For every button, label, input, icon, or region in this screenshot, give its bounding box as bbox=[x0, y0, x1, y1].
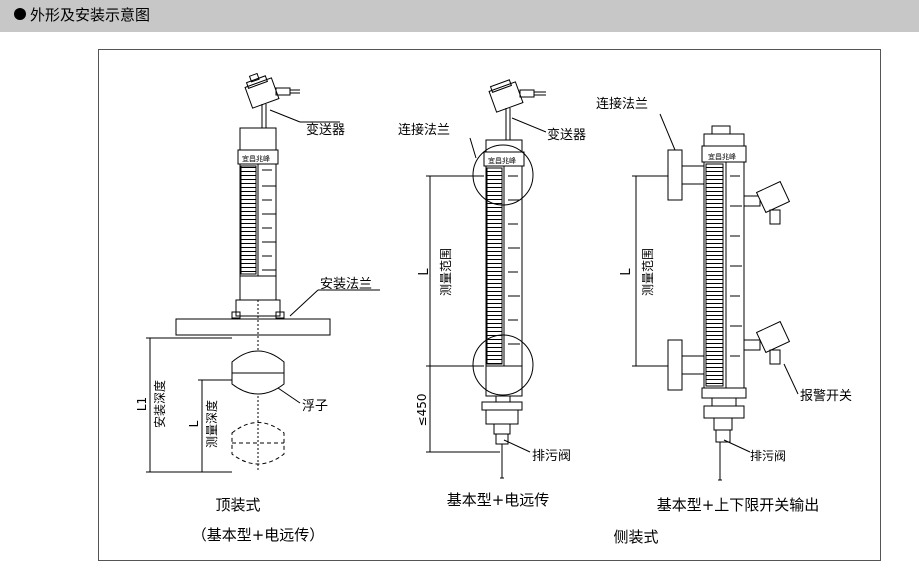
label-flange-conn-right: 连接法兰 bbox=[596, 96, 648, 112]
label-measure-range-mid: 测量范围 bbox=[439, 248, 453, 296]
label-drain-mid: 排污阀 bbox=[532, 449, 571, 464]
label-L1: L1 bbox=[135, 397, 149, 411]
label-dim-450: ≤450 bbox=[415, 394, 429, 427]
caption-mid: 基本型+电远传 bbox=[447, 491, 550, 509]
mid-gauge-assembly bbox=[426, 79, 547, 479]
label-measure-range-right: 测量范围 bbox=[641, 248, 655, 296]
caption-left-2: （基本型+电远传） bbox=[192, 526, 325, 544]
label-L-mid: L bbox=[417, 268, 432, 276]
caption-right-1: 基本型+上下限开关输出 bbox=[657, 496, 820, 514]
label-L-right: L bbox=[619, 268, 634, 276]
caption-left-1: 顶装式 bbox=[215, 496, 260, 514]
label-L-left: L bbox=[187, 420, 201, 427]
label-transmitter-mid: 变送器 bbox=[547, 127, 586, 143]
label-transmitter-left: 变送器 bbox=[306, 122, 345, 138]
label-mount-flange: 安装法兰 bbox=[320, 277, 372, 292]
left-gauge-assembly bbox=[146, 72, 380, 473]
label-brand-right: 宜昌兆峰 bbox=[708, 152, 736, 161]
bullet-icon bbox=[14, 8, 26, 20]
diagram-frame bbox=[98, 49, 881, 561]
header-bar: 外形及安装示意图 bbox=[0, 0, 919, 32]
label-brand-left: 宜昌兆峰 bbox=[242, 154, 270, 163]
left-transmitter bbox=[244, 72, 300, 128]
diagram-labels: 变送器 安装法兰 浮子 宜昌兆峰 L1 安装深度 L 测量深度 连接法兰 变送器… bbox=[135, 96, 852, 546]
label-float: 浮子 bbox=[302, 399, 328, 414]
label-flange-conn-mid: 连接法兰 bbox=[398, 122, 450, 138]
page-title: 外形及安装示意图 bbox=[30, 6, 151, 24]
caption-right-2: 侧装式 bbox=[613, 528, 658, 546]
right-gauge-assembly bbox=[632, 113, 799, 481]
label-measure-depth: 测量深度 bbox=[204, 400, 219, 448]
label-alarm-switch: 报警开关 bbox=[800, 388, 852, 404]
label-drain-right: 排污阀 bbox=[750, 449, 786, 463]
label-brand-mid: 宜昌兆峰 bbox=[488, 156, 516, 165]
label-install-depth: 安装深度 bbox=[152, 380, 167, 428]
